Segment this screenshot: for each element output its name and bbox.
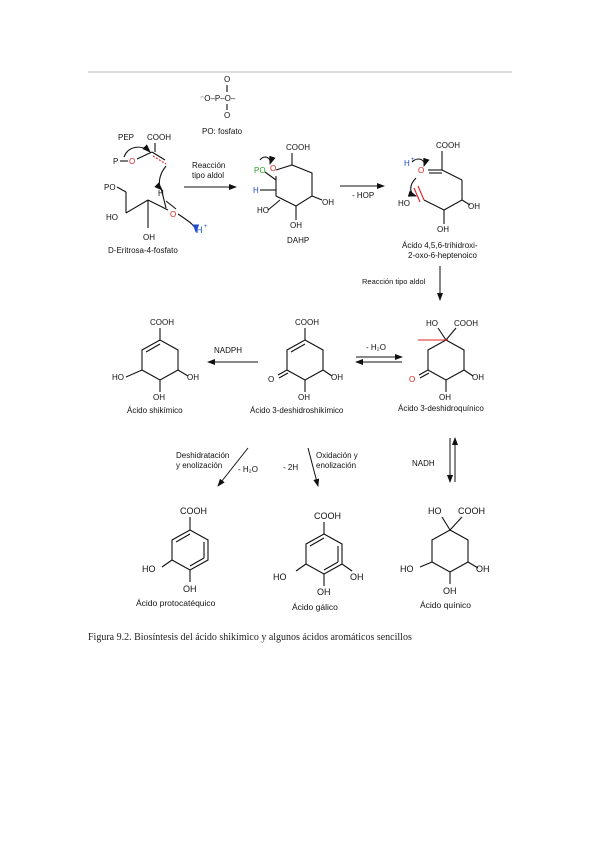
step6-water: - H₂O [238, 465, 258, 474]
dahp-oh-bottom: OH [290, 221, 302, 230]
shikimic-oh-right: OH [187, 373, 199, 382]
erythrose-oh: OH [143, 233, 155, 242]
step2-arrow: - HOP [340, 183, 385, 200]
erythrose-name: D-Eritrosa-4-fosfato [108, 246, 178, 255]
pep-structure: PEP COOH P O [113, 133, 171, 166]
dehydroshikimic-structure: COOH O OH OH Ácido 3-deshidroshikímico [250, 318, 344, 415]
erythrose-h: H [158, 189, 164, 198]
trihydroxy-oh-right: OH [468, 202, 480, 211]
shikimic-oh-bottom: OH [153, 393, 165, 402]
dehydroshikimic-oh-bottom: OH [298, 393, 310, 402]
trihydroxy-cooh: COOH [436, 141, 460, 150]
dehydroquinic-oh-bottom: OH [439, 393, 451, 402]
step3-arrow: Reacción tipo aldol [362, 266, 443, 301]
erythrose-ho: HO [106, 213, 118, 222]
trihydroxy-ho: HO [398, 199, 410, 208]
figure-caption: Figura 9.2. Biosíntesis del ácido shikím… [88, 632, 412, 643]
gallic-structure: COOH HO OH OH Ácido gálico [273, 511, 364, 612]
shikimic-ho: HO [112, 373, 124, 382]
trihydroxy-o: O [418, 166, 424, 175]
pep-cooh: COOH [147, 133, 171, 142]
trihydroxy-hplus-charge: + [411, 157, 415, 163]
step7-arrow: Oxidación y enolización - 2H [283, 447, 358, 487]
quinic-cooh: COOH [458, 506, 485, 516]
erythrose-hplus: H [196, 225, 203, 235]
dehydroquinic-o: O [409, 375, 415, 384]
gallic-oh-right: OH [350, 572, 364, 582]
shikimic-cooh: COOH [150, 318, 174, 327]
step1-line2: tipo aldol [192, 171, 224, 180]
step4-arrow: NADPH [207, 346, 258, 365]
trihydroxy-name2: 2-oxo-6-heptenoico [408, 251, 477, 260]
dehydroquinic-ho: HO [426, 319, 438, 328]
step5-label: - H₂O [366, 343, 386, 352]
erythrose-o: O [170, 210, 176, 219]
gallic-ho: HO [273, 572, 287, 582]
dahp-cooh: COOH [286, 143, 310, 152]
step7-h: - 2H [283, 463, 298, 472]
dehydroquinic-name: Ácido 3-deshidroquínico [398, 404, 484, 413]
shikimic-structure: COOH HO OH OH Ácido shikímico [112, 318, 199, 415]
dehydroshikimic-o: O [268, 375, 274, 384]
step8-arrow: NADH [412, 437, 458, 483]
trihydroxy-name1: Ácido 4,5,6-trihidroxi- [402, 241, 478, 250]
dahp-ho: HO [257, 206, 269, 215]
phosphate-o-bottom: O [224, 111, 230, 120]
dahp-po: PO [254, 166, 266, 175]
step4-label: NADPH [214, 346, 242, 355]
dahp-h: H [253, 186, 259, 195]
quinic-structure: HO COOH HO OH OH Ácido quínico [400, 506, 490, 610]
dehydroshikimic-oh-right: OH [331, 373, 343, 382]
step6-line2: y enolización [176, 461, 222, 470]
gallic-name: Ácido gálico [292, 602, 338, 612]
dahp-oh-right: OH [322, 198, 334, 207]
trihydroxy-structure: COOH H + O OH OH HO Ácido 4,5,6-trihidro… [398, 141, 480, 260]
step3-label: Reacción tipo aldol [362, 277, 426, 286]
protocatechuic-name: Ácido protocatéquico [136, 598, 216, 608]
gallic-oh-bottom: OH [317, 587, 331, 597]
shikimic-name: Ácido shikímico [127, 406, 183, 415]
pep-o: O [129, 157, 135, 166]
gallic-cooh: COOH [314, 511, 341, 521]
phosphate-formula: ⁻O–P–O– [200, 94, 236, 103]
dehydroquinic-oh-right: OH [472, 373, 484, 382]
step5-arrow: - H₂O [355, 343, 403, 365]
phosphate-legend: O ⁻O–P–O– O PO: fosfato [200, 75, 243, 136]
protocatechuic-oh: OH [183, 584, 197, 594]
dahp-structure: COOH O PO H HO OH OH DAHP [253, 143, 334, 245]
protocatechuic-ho: HO [142, 564, 156, 574]
step1-arrow: Reacción tipo aldol [184, 161, 237, 190]
dehydroquinic-cooh: COOH [454, 319, 478, 328]
quinic-oh-right: OH [476, 564, 490, 574]
step6-arrow: Deshidratación y enolización - H₂O [176, 447, 258, 487]
step7-line2: enolización [316, 461, 356, 470]
phosphate-legend-label: PO: fosfato [202, 127, 243, 136]
protocatechuic-cooh: COOH [180, 506, 207, 516]
trihydroxy-hplus: H [404, 159, 410, 168]
erythrose-structure: PO HO OH H O H + D-Eritrosa-4-fosfato [104, 165, 208, 255]
pep-p: P [113, 157, 118, 166]
erythrose-hplus-charge: + [204, 224, 208, 230]
quinic-ho-left: HO [400, 564, 414, 574]
pep-label: PEP [118, 133, 134, 142]
erythrose-po: PO [104, 183, 116, 192]
step6-line1: Deshidratación [176, 451, 229, 460]
phosphate-o-top: O [224, 75, 230, 84]
dehydroquinic-structure: HO COOH O OH OH Ácido 3-deshidroquínico [398, 319, 484, 413]
dehydroshikimic-cooh: COOH [295, 318, 319, 327]
step2-label: - HOP [352, 191, 374, 200]
dahp-ring-o: O [270, 164, 276, 173]
dahp-name: DAHP [287, 236, 309, 245]
trihydroxy-oh-bottom: OH [437, 225, 449, 234]
quinic-name: Ácido quínico [420, 600, 471, 610]
dehydroshikimic-name: Ácido 3-deshidroshikímico [250, 406, 344, 415]
protocatechuic-structure: COOH HO OH Ácido protocatéquico [136, 506, 216, 608]
quinic-ho-top: HO [428, 506, 442, 516]
step8-label: NADH [412, 459, 435, 468]
step1-line1: Reacción [192, 161, 225, 170]
step7-line1: Oxidación y [316, 451, 358, 460]
quinic-oh-bottom: OH [443, 586, 457, 596]
